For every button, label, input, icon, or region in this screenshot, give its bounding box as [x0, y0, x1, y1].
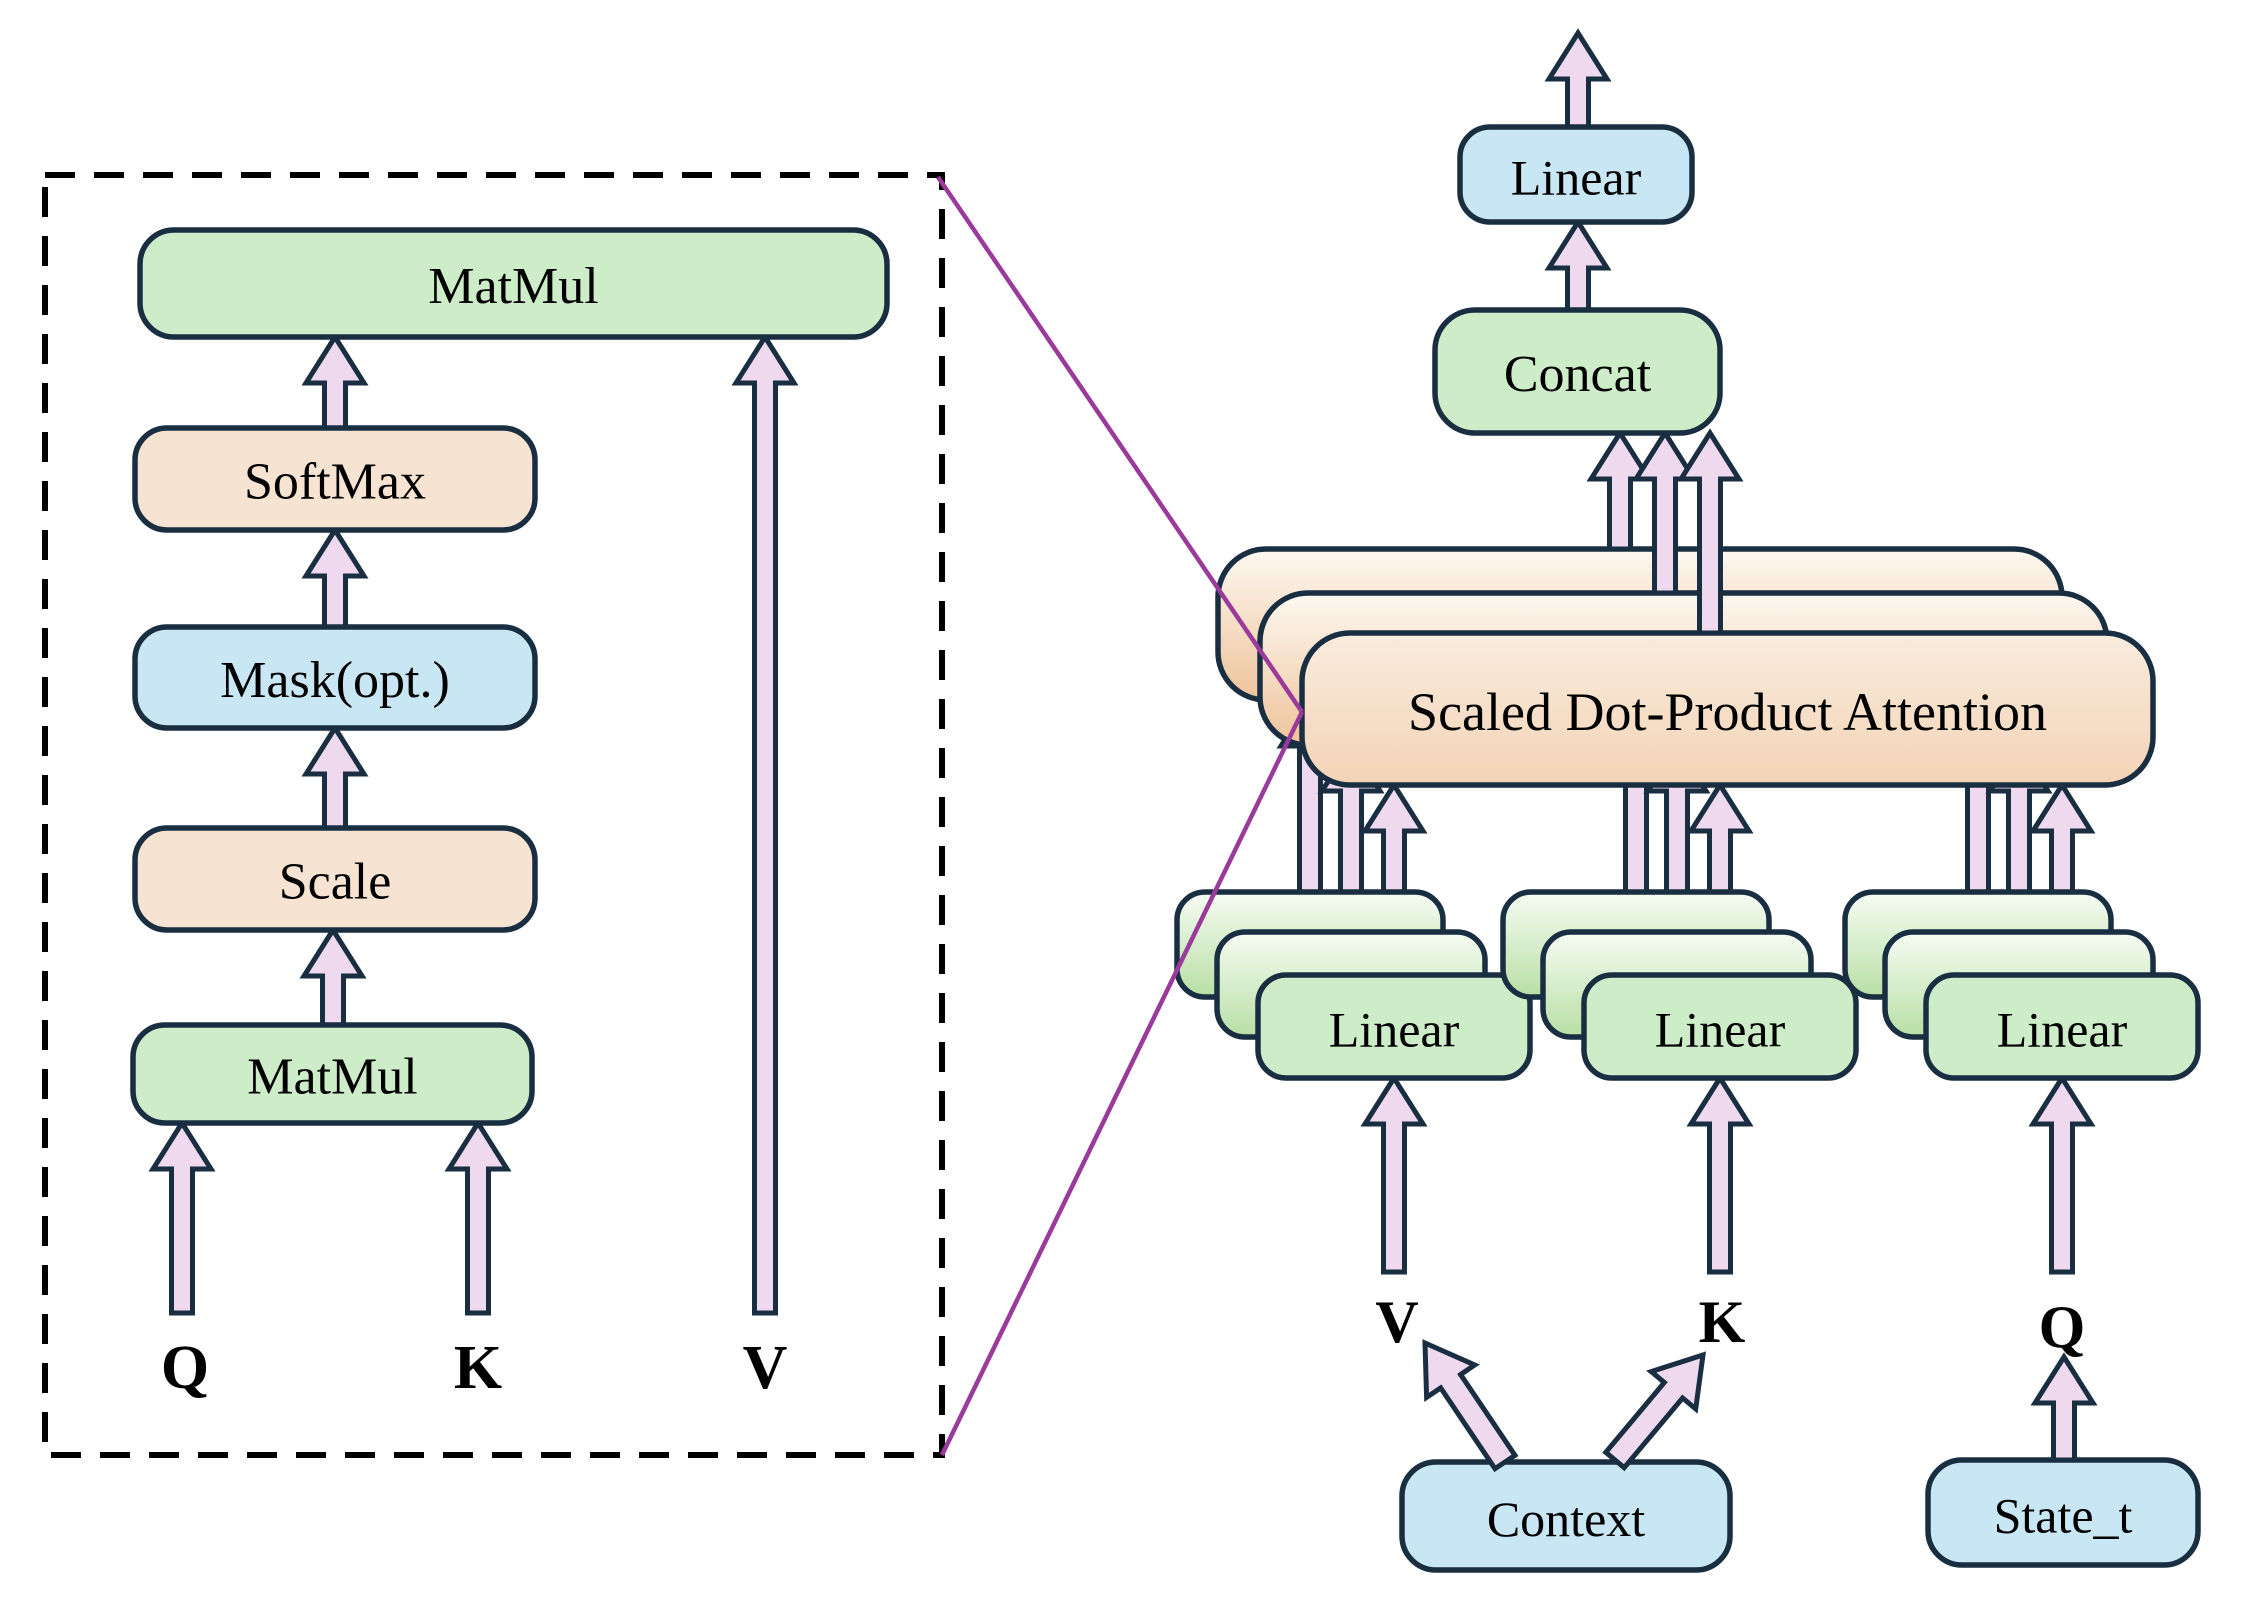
- overview-linear-out-label: Linear: [1511, 150, 1642, 206]
- detail-matmul-top-label: MatMul: [428, 258, 598, 315]
- label-q-overview: Q: [2039, 1294, 2086, 1360]
- state-box-label: State_t: [1994, 1488, 2133, 1544]
- arrow-state-to-q: [2030, 1352, 2098, 1463]
- linear-stack-q-label: Linear: [1997, 1002, 2128, 1058]
- arrow-context-to-k: [1602, 1351, 1707, 1472]
- arrow-matmul-to-scale: [299, 925, 367, 1028]
- detail-scale-label: Scale: [279, 854, 392, 911]
- arrow-v-to-linear: [1360, 1073, 1428, 1275]
- arrow-head1-to-concat: [1676, 428, 1744, 636]
- linear-stack-v-label: Linear: [1329, 1002, 1460, 1058]
- label-k-overview: K: [1699, 1289, 1746, 1355]
- arrow-q-input: [148, 1118, 216, 1316]
- linear-stack-v-box-1: [1255, 972, 1533, 1081]
- arrow-v-input: [731, 332, 799, 1316]
- arrow-k-to-linear: [1686, 1073, 1754, 1275]
- detail-mask-label: Mask(opt.): [220, 652, 450, 709]
- arrow-scale-to-mask: [301, 723, 369, 831]
- arrow-softmax-to-matmul: [301, 332, 369, 431]
- linear-stack-k-label: Linear: [1655, 1002, 1786, 1058]
- arrow-context-to-v: [1422, 1339, 1519, 1473]
- attention-title: Scaled Dot-Product Attention: [1408, 682, 2047, 742]
- detail-matmul-top: [137, 227, 890, 340]
- overview-linear-out: [1457, 124, 1695, 225]
- context-box-label: Context: [1487, 1491, 1645, 1547]
- label-v-overview: V: [1375, 1289, 1418, 1355]
- label-q-detail: Q: [161, 1334, 209, 1402]
- arrow-k-input: [444, 1118, 512, 1316]
- detail-softmax-label: SoftMax: [244, 454, 426, 511]
- detail-mask: [132, 624, 538, 731]
- label-k-detail: K: [454, 1334, 502, 1402]
- arrow-mask-to-softmax: [301, 525, 369, 630]
- detail-softmax: [132, 425, 538, 533]
- detail-frame: [42, 172, 945, 1458]
- detail-scale: [132, 825, 538, 933]
- arrow-concat-to-linear: [1544, 217, 1612, 313]
- overview-concat-label: Concat: [1504, 346, 1652, 403]
- arrow-head3-to-concat: [1586, 428, 1654, 552]
- arrow-q-to-linear: [2028, 1073, 2096, 1275]
- zoom-line-top: [936, 175, 1304, 714]
- label-v-detail: V: [743, 1334, 788, 1402]
- linear-stack-k-box-1: [1581, 972, 1859, 1081]
- context-box: [1399, 1459, 1733, 1573]
- zoom-line-bottom: [939, 711, 1305, 1456]
- detail-matmul-bottom: [130, 1022, 535, 1126]
- arrow-output: [1544, 28, 1612, 130]
- overview-concat: [1432, 307, 1723, 436]
- detail-matmul-bottom-label: MatMul: [247, 1049, 417, 1106]
- linear-stack-q-box-1: [1923, 972, 2201, 1081]
